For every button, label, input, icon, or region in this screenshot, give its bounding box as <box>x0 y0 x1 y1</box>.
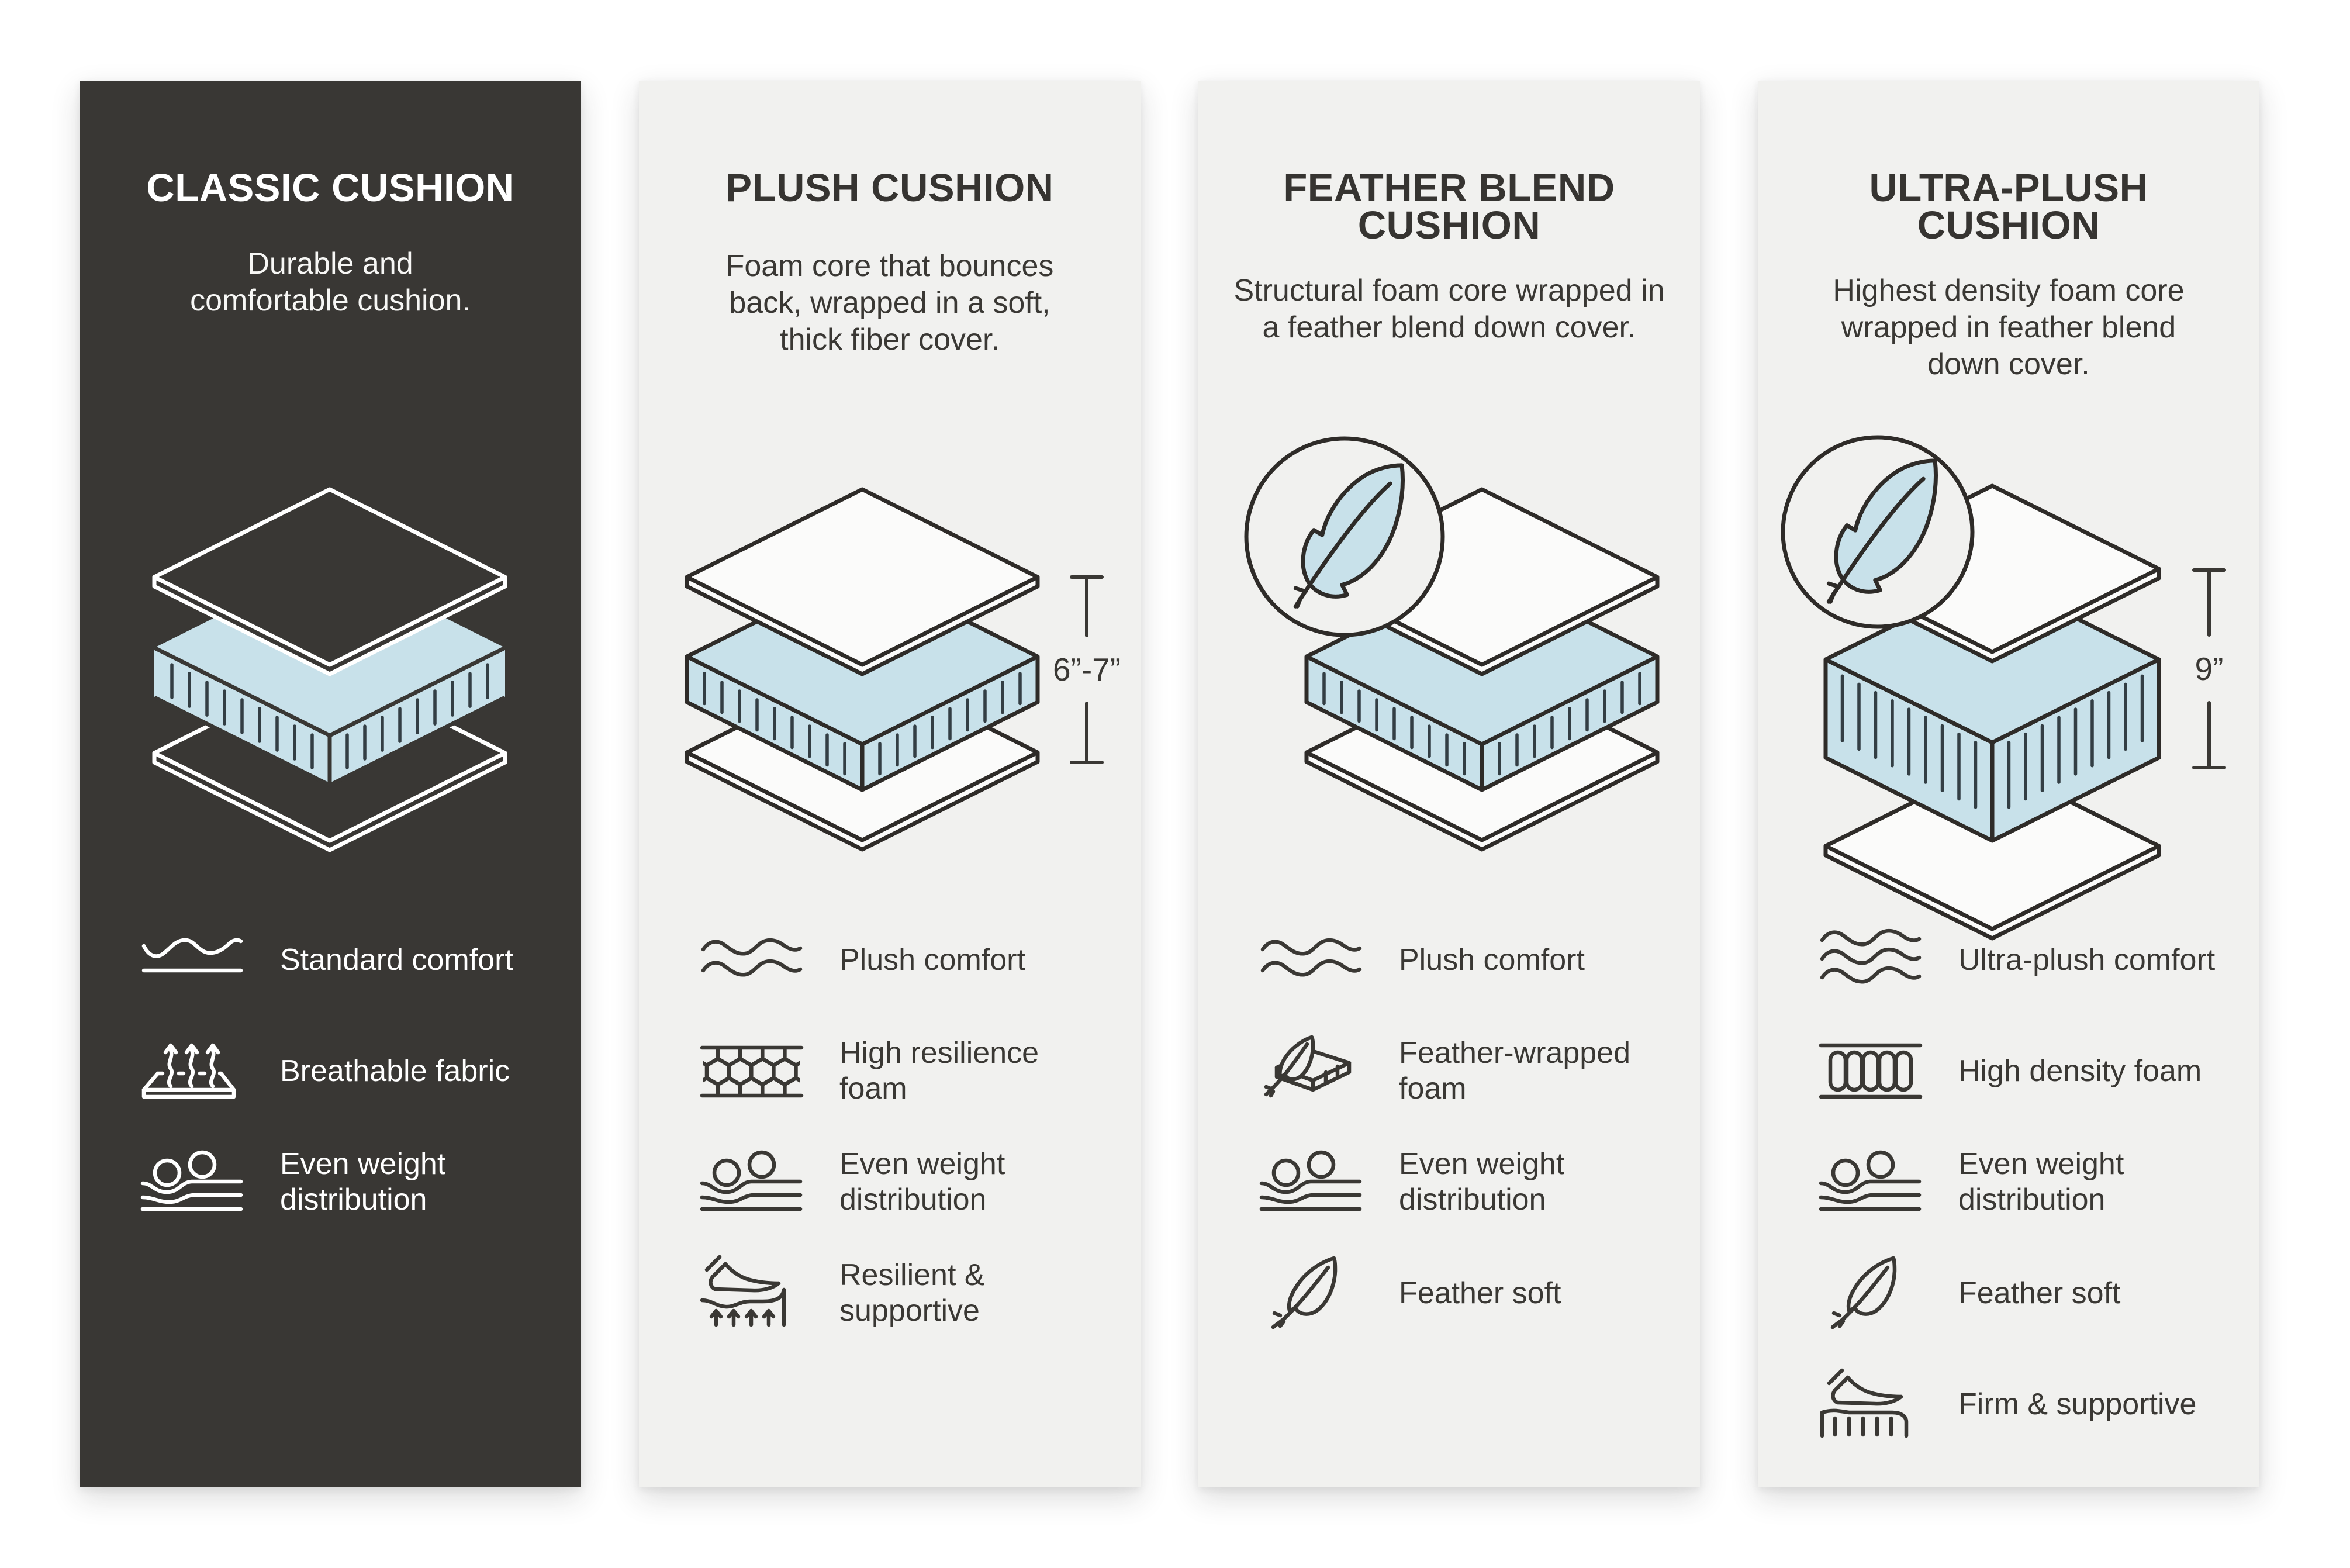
feature-item: Plush comfort <box>639 919 1141 1001</box>
feature-label: Even weight distribution <box>280 1147 446 1217</box>
feature-label: Feather soft <box>1958 1276 2121 1310</box>
feature-item: High resilience foam <box>639 1030 1141 1112</box>
feature-label: Firm & supportive <box>1958 1387 2197 1421</box>
cushion-top-layer <box>685 487 1040 676</box>
feature-label: Resilient & supportive <box>839 1258 985 1328</box>
feature-item: Ultra-plush comfort <box>1758 919 2259 1001</box>
cushion-bottom-layer <box>1823 761 2161 941</box>
feature-item: Standard comfort <box>80 919 581 1001</box>
resilient-support-icon <box>696 1252 807 1334</box>
card-description: Highest density foam core wrapped in fea… <box>1833 274 2185 381</box>
wave-double-icon <box>1256 919 1367 1001</box>
cushion-foam-core <box>1823 574 2161 843</box>
feature-label: High resilience foam <box>839 1036 1039 1106</box>
card-title: ULTRA-PLUSH CUSHION <box>1869 166 2148 247</box>
height-dimension-marker <box>2192 568 2226 769</box>
feature-item: Even weight distribution <box>639 1141 1141 1223</box>
feature-item: High density foam <box>1758 1030 2259 1112</box>
feature-label: Ultra-plush comfort <box>1958 942 2216 977</box>
high-density-foam-icon <box>1815 1030 1926 1112</box>
feather-icon <box>1293 463 1405 609</box>
height-dimension-marker <box>1070 575 1104 764</box>
wave-triple-icon <box>1815 919 1926 1001</box>
even-weight-icon <box>696 1141 807 1223</box>
height-dimension-label: 6”-7” <box>1053 651 1121 688</box>
card-description: Structural foam core wrapped in a feathe… <box>1233 274 1665 344</box>
feature-label: Even weight distribution <box>1958 1147 2124 1217</box>
feature-label: Feather-wrapped foam <box>1399 1036 1630 1106</box>
card-title: CLASSIC CUSHION <box>146 166 514 210</box>
feature-label: Feather soft <box>1399 1276 1561 1310</box>
feature-list: Plush comfort High resilience foam Even … <box>639 919 1141 1363</box>
wave-double-icon <box>696 919 807 1001</box>
feature-label: High density foam <box>1958 1054 2202 1088</box>
feature-item: Breathable fabric <box>80 1030 581 1112</box>
feature-label: Even weight distribution <box>839 1147 1005 1217</box>
feature-item: Feather-wrapped foam <box>1198 1030 1700 1112</box>
feature-item: Even weight distribution <box>80 1141 581 1223</box>
feather-icon <box>1815 1252 1926 1334</box>
cushion-card-plush: PLUSH CUSHION Foam core that bounces bac… <box>639 81 1141 1487</box>
feature-item: Feather soft <box>1198 1252 1700 1334</box>
feature-item: Even weight distribution <box>1758 1141 2259 1223</box>
cushion-illustration: 6”-7” <box>639 431 1141 958</box>
card-description: Durable and comfortable cushion. <box>190 247 471 317</box>
cushion-illustration <box>1198 431 1700 958</box>
card-title: PLUSH CUSHION <box>725 166 1054 210</box>
breathable-fabric-icon <box>137 1030 248 1112</box>
honeycomb-foam-icon <box>696 1030 807 1112</box>
height-dimension-label: 9” <box>2195 651 2224 687</box>
cushion-illustration <box>80 431 581 958</box>
feature-item: Feather soft <box>1758 1252 2259 1334</box>
feature-list: Plush comfort Feather-wrapped foam Even … <box>1198 919 1700 1363</box>
cushion-illustration: 9” <box>1758 431 2259 958</box>
feather-badge <box>1781 435 1975 629</box>
cushion-card-ultra-plush: ULTRA-PLUSH CUSHION Highest density foam… <box>1758 81 2259 1487</box>
feature-label: Plush comfort <box>1399 942 1585 977</box>
feature-label: Plush comfort <box>839 942 1025 977</box>
even-weight-icon <box>1815 1141 1926 1223</box>
even-weight-icon <box>1256 1141 1367 1223</box>
cushion-top-layer <box>152 487 507 676</box>
feature-item: Resilient & supportive <box>639 1252 1141 1334</box>
feature-item: Firm & supportive <box>1758 1363 2259 1445</box>
feature-label: Standard comfort <box>280 942 513 977</box>
even-weight-icon <box>137 1141 248 1223</box>
card-description: Foam core that bounces back, wrapped in … <box>725 249 1054 357</box>
feather-wrapped-foam-icon <box>1256 1030 1367 1112</box>
feature-list: Ultra-plush comfort High density foam Ev… <box>1758 919 2259 1474</box>
feather-icon <box>1826 458 1938 604</box>
feature-list: Standard comfort Breathable fabric Even … <box>80 919 581 1252</box>
feature-item: Plush comfort <box>1198 919 1700 1001</box>
feather-badge <box>1244 436 1445 637</box>
feature-label: Breathable fabric <box>280 1054 510 1088</box>
feature-item: Even weight distribution <box>1198 1141 1700 1223</box>
firm-support-icon <box>1815 1363 1926 1445</box>
wave-single-icon <box>137 919 248 1001</box>
card-title: FEATHER BLEND CUSHION <box>1283 166 1615 247</box>
cushion-card-feather-blend: FEATHER BLEND CUSHION Structural foam co… <box>1198 81 1700 1487</box>
feather-icon <box>1256 1252 1367 1334</box>
feature-label: Even weight distribution <box>1399 1147 1565 1217</box>
cushion-card-classic: CLASSIC CUSHION Durable and comfortable … <box>80 81 581 1487</box>
